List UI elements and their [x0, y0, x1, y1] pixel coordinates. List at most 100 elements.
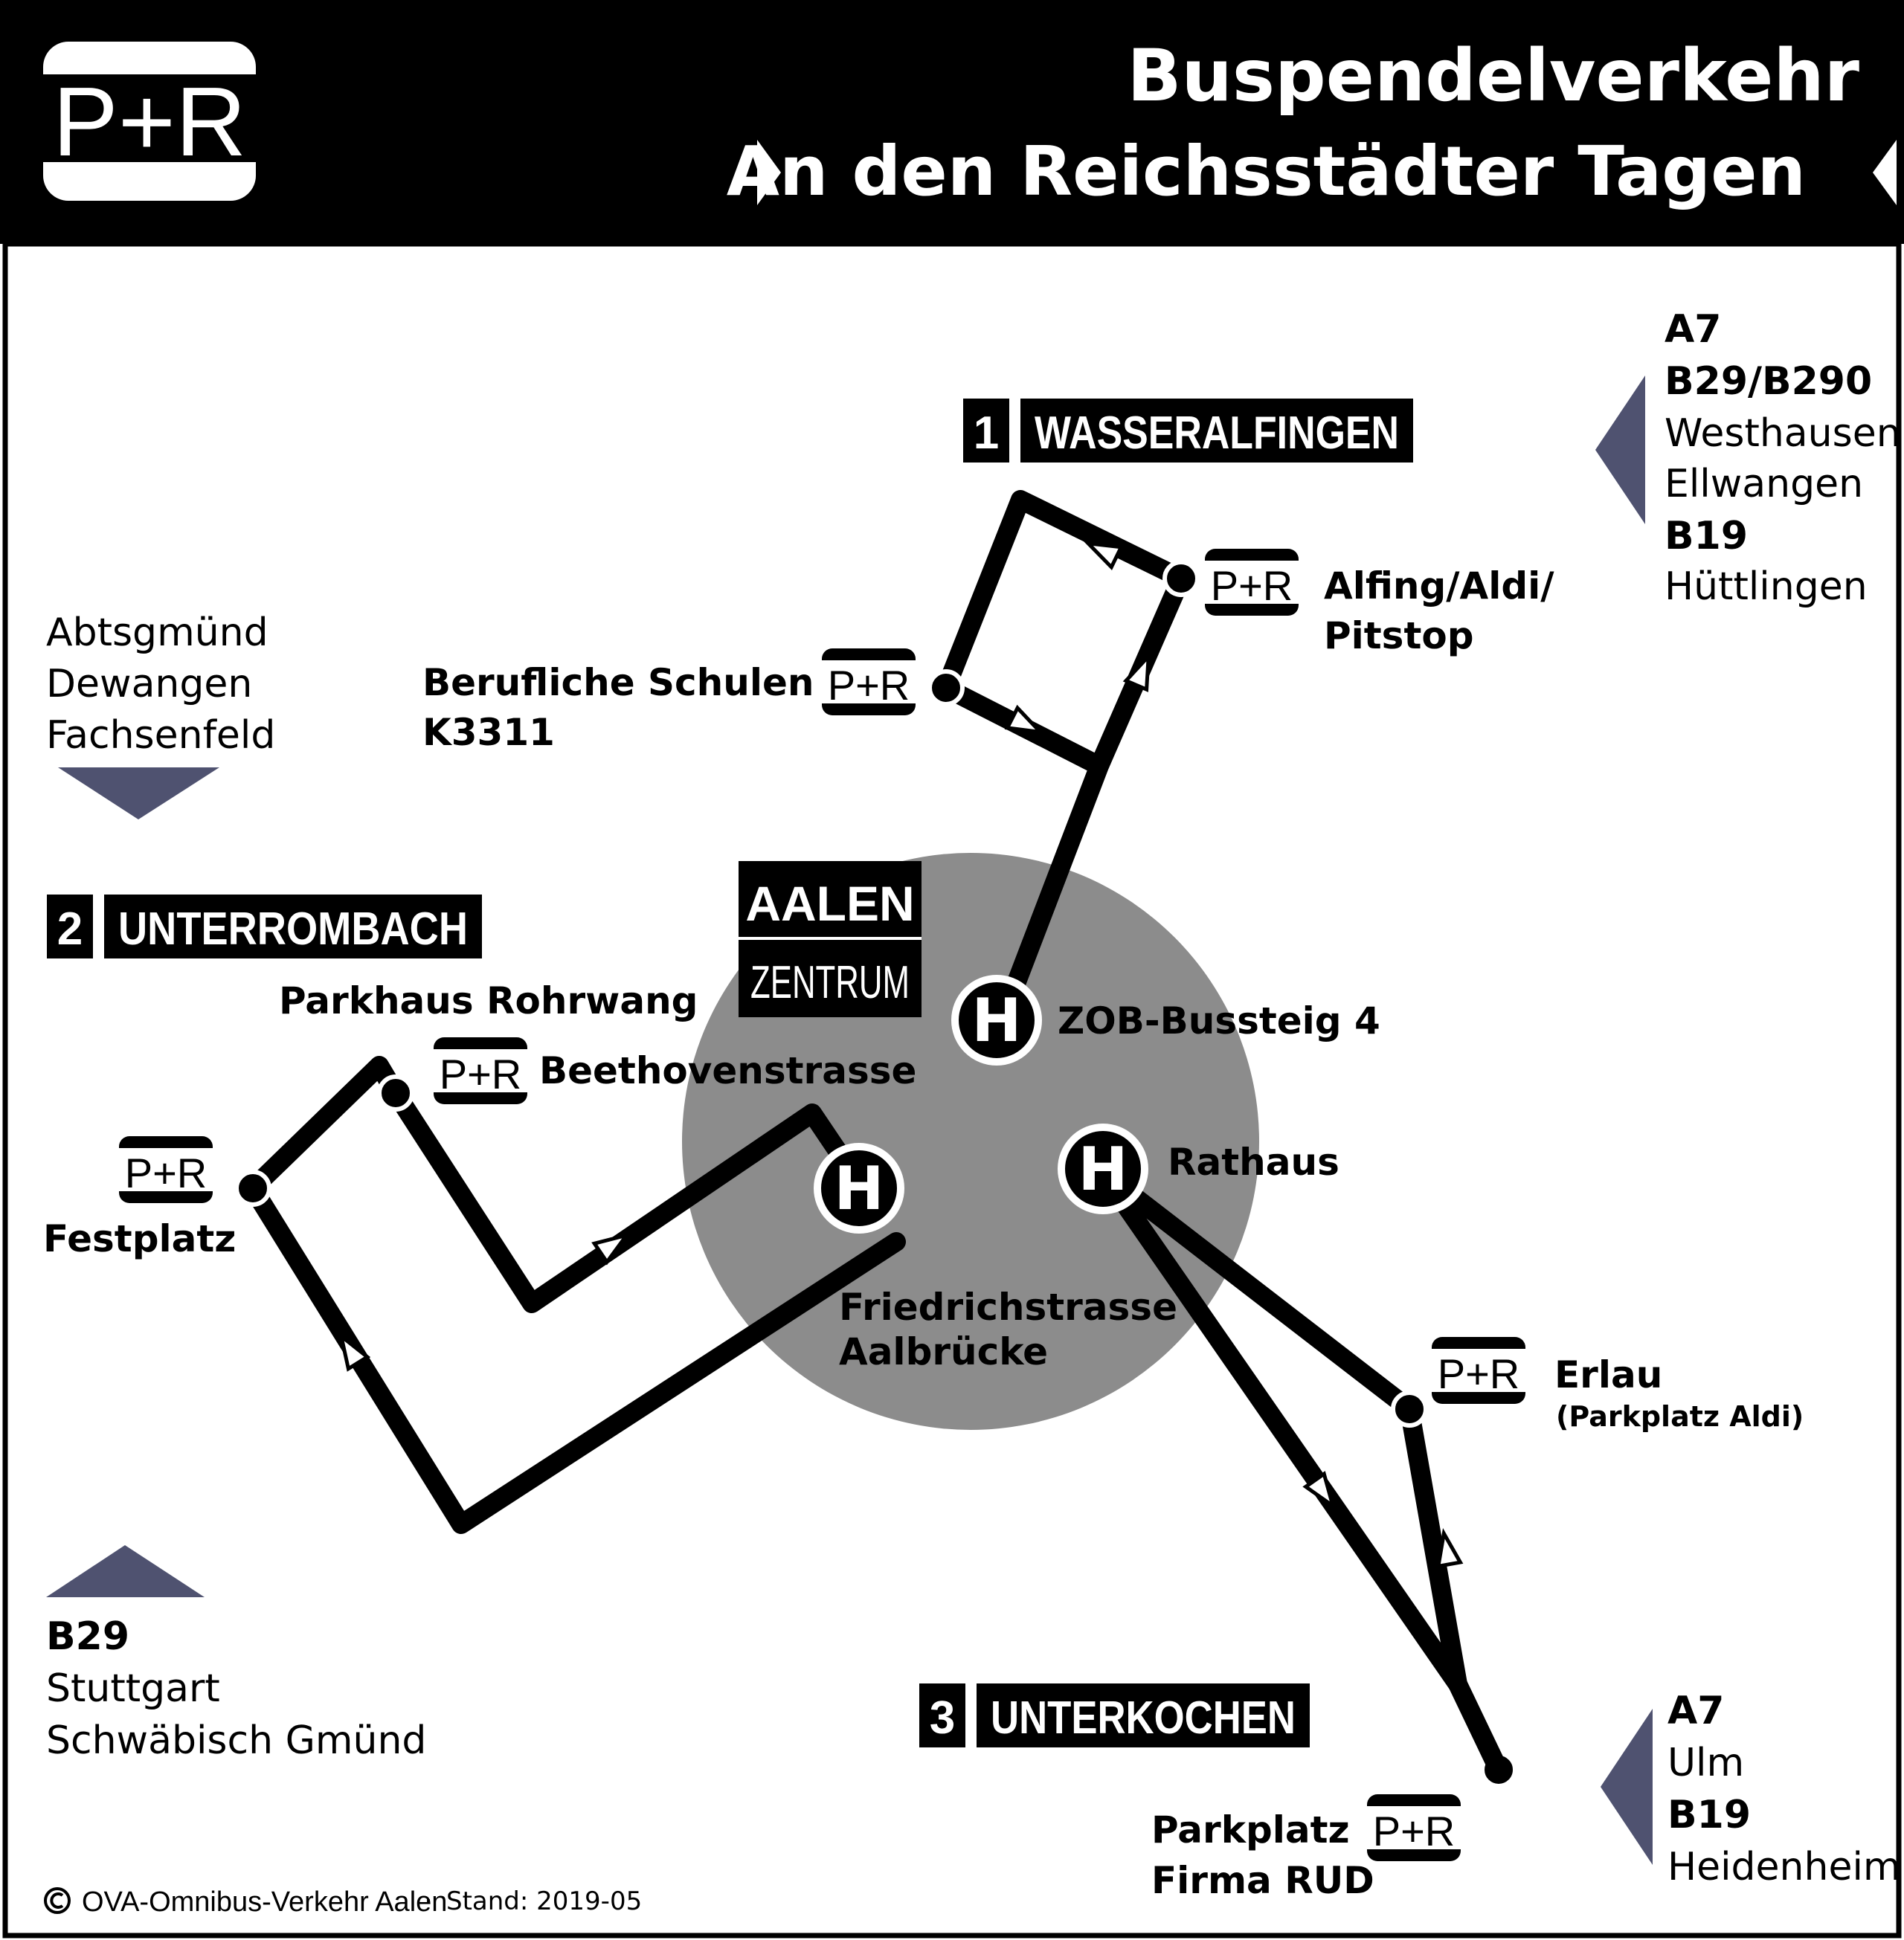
- line-number: 1: [974, 407, 999, 459]
- pr-badge-text: P+R: [1373, 1808, 1456, 1854]
- footer-copyright: OVA-Omnibus-Verkehr Aalen: [82, 1886, 447, 1918]
- direction-sw-item: B29: [46, 1614, 129, 1659]
- center-label-zentrum: ZENTRUM: [750, 957, 910, 1008]
- direction-nw-item: Dewangen: [46, 662, 252, 706]
- stop-dot-festplatz: [234, 1170, 271, 1207]
- direction-sw: B29 Stuttgart Schwäbisch Gmünd: [46, 1614, 426, 1763]
- pr-badge-festplatz: P+R: [119, 1136, 213, 1203]
- stop-label-erlau-sub: (Parkplatz Aldi): [1556, 1400, 1804, 1433]
- pr-badge-rud: P+R: [1367, 1794, 1461, 1861]
- stop-label-rud-1: Parkplatz: [1151, 1808, 1350, 1852]
- route-direction-arrows: [338, 541, 1464, 1569]
- line-number: 3: [930, 1692, 955, 1744]
- stop-label-rud-2: Firma RUD: [1151, 1859, 1374, 1902]
- direction-sw-item: Schwäbisch Gmünd: [46, 1718, 426, 1763]
- arrow-icon: [1302, 1471, 1337, 1511]
- copyright-c: [50, 1892, 64, 1909]
- map-frame: [2, 241, 1902, 1939]
- stop-dot-schulen: [927, 669, 965, 706]
- center-label: AALEN ZENTRUM: [739, 861, 922, 1017]
- stop-label-festplatz: Festplatz: [43, 1217, 236, 1260]
- stop-label-rohrwang: Parkhaus Rohrwang: [279, 979, 698, 1022]
- arrow-icon: [338, 1331, 371, 1372]
- footer-separator: ·: [424, 1885, 433, 1918]
- h-stop-icon: H: [834, 1154, 884, 1223]
- stop-label-schulen-2: K3311: [422, 711, 555, 754]
- arrow-icon: [591, 1232, 631, 1266]
- center-label-aalen: AALEN: [745, 876, 914, 931]
- route-unterkochen-spur: [1449, 1680, 1508, 1774]
- stop-label-alfing-2: Pitstop: [1324, 614, 1474, 657]
- pr-badge-text: P+R: [125, 1150, 208, 1196]
- arrow-icon: [1004, 704, 1046, 735]
- footer-stand: Stand: 2019-05: [446, 1886, 642, 1916]
- pr-badge-text: P+R: [1438, 1350, 1520, 1397]
- direction-nw-item: Abtsgmünd: [46, 610, 268, 655]
- header-band: [0, 0, 1904, 244]
- stop-label-beethoven: Beethovenstrasse: [539, 1049, 916, 1092]
- h-stop-icon: H: [972, 986, 1022, 1055]
- pr-badge-schulen: P+R: [822, 648, 916, 715]
- direction-se: A7 Ulm B19 Heidenheim: [1667, 1689, 1901, 1889]
- pr-badge-beethoven: P+R: [434, 1037, 527, 1104]
- h-stop-rathaus: H: [1058, 1124, 1148, 1214]
- line-name: UNTERKOCHEN: [991, 1692, 1296, 1744]
- h-stop-zob: H: [951, 975, 1042, 1066]
- stop-label-rathaus: Rathaus: [1168, 1141, 1339, 1184]
- header-title: Buspendelverkehr: [1127, 34, 1859, 117]
- pr-badge-text: P+R: [440, 1051, 522, 1098]
- direction-se-item: A7: [1667, 1689, 1724, 1733]
- direction-ne: A7 B29/B290 Westhausen Ellwangen B19 Hüt…: [1665, 307, 1901, 609]
- line-number: 2: [57, 903, 83, 955]
- direction-ne-item: Ellwangen: [1665, 462, 1863, 506]
- h-stop-icon: H: [1078, 1135, 1128, 1204]
- route-unterkochen: [1093, 1163, 1467, 1694]
- direction-ne-item: Hüttlingen: [1665, 564, 1868, 609]
- pr-badge-erlau: P+R: [1432, 1337, 1525, 1404]
- h-stop-friedrichstrasse: H: [814, 1143, 904, 1234]
- header-subtitle: An den Reichsstädter Tagen: [727, 132, 1806, 211]
- title-right-arrow-icon: [1873, 140, 1897, 205]
- direction-se-item: Ulm: [1667, 1741, 1744, 1785]
- direction-ne-item: Westhausen: [1665, 411, 1901, 456]
- stop-label-friedrich-1: Friedrichstrasse: [839, 1286, 1177, 1329]
- direction-arrow-ne-icon: [1595, 376, 1645, 524]
- pr-badge-alfing: P+R: [1205, 549, 1299, 616]
- direction-nw: Abtsgmünd Dewangen Fachsenfeld: [46, 610, 275, 758]
- direction-ne-item: B19: [1665, 514, 1748, 558]
- line-name: UNTERROMBACH: [118, 903, 468, 955]
- stop-dot-beethoven: [377, 1074, 414, 1112]
- stop-dot-erlau: [1391, 1390, 1428, 1428]
- pr-badge-text: P+R: [1211, 562, 1293, 609]
- direction-se-item: Heidenheim: [1667, 1845, 1901, 1889]
- direction-nw-item: Fachsenfeld: [46, 713, 275, 758]
- footer: OVA-Omnibus-Verkehr Aalen · Stand: 2019-…: [44, 1885, 642, 1918]
- stop-labels: Alfing/Aldi/ Pitstop Berufliche Schulen …: [43, 564, 1804, 1902]
- arrow-icon: [1435, 1527, 1464, 1569]
- stop-label-zob: ZOB-Bussteig 4: [1058, 999, 1380, 1042]
- direction-arrow-nw-icon: [58, 767, 219, 819]
- line-name: WASSERALFINGEN: [1035, 407, 1399, 459]
- arrow-icon: [1122, 651, 1151, 692]
- direction-se-item: B19: [1667, 1793, 1751, 1837]
- stop-dot-alfing: [1162, 560, 1200, 597]
- stop-label-erlau: Erlau: [1554, 1353, 1662, 1396]
- direction-sw-item: Stuttgart: [46, 1666, 220, 1711]
- arrow-icon: [1083, 541, 1125, 570]
- direction-arrow-se-icon: [1601, 1709, 1653, 1865]
- stop-label-alfing-1: Alfing/Aldi/: [1324, 564, 1554, 608]
- direction-ne-item: A7: [1665, 307, 1721, 352]
- stop-label-schulen-1: Berufliche Schulen: [422, 661, 814, 704]
- pr-logo-text: P+R: [53, 67, 246, 176]
- line-label-unterrombach: 2 UNTERROMBACH: [47, 895, 482, 958]
- direction-ne-item: B29/B290: [1665, 359, 1872, 404]
- title-left-arrow-icon: [757, 140, 781, 205]
- copyright-icon: [44, 1887, 71, 1914]
- stop-label-friedrich-2: Aalbrücke: [839, 1330, 1048, 1373]
- route-wasseralfingen: [936, 490, 1191, 1028]
- pr-logo: P+R: [43, 42, 256, 201]
- direction-arrow-sw-icon: [46, 1545, 205, 1597]
- pr-badge-text: P+R: [828, 662, 910, 709]
